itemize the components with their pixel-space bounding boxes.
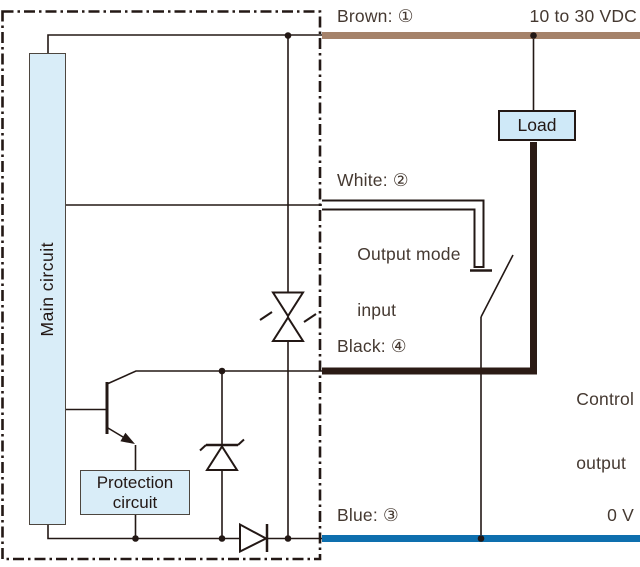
surge-absorber-icon [259, 291, 317, 342]
protection-circuit-label-line2: circuit [112, 492, 158, 512]
junction-dots [132, 32, 537, 542]
zener-diode-icon [199, 438, 245, 471]
white-wire [322, 199, 492, 272]
sensor-outline [1, 10, 322, 561]
output-mode-label: Output mode input [337, 212, 461, 352]
output-mode-label-line2: input [357, 300, 397, 320]
series-diode-icon [239, 522, 269, 554]
black-wire [322, 142, 537, 375]
output-mode-label-line1: Output mode [357, 244, 461, 264]
blue-wire-label: Blue: ③ [337, 505, 399, 525]
protection-circuit-label-line1: Protection [96, 472, 174, 492]
zero-volt-label: 0 V [607, 505, 634, 525]
load-label: Load [517, 115, 557, 135]
main-circuit-label: Main circuit [37, 241, 57, 337]
white-wire-label: White: ② [337, 170, 409, 190]
load-block: Load [498, 110, 576, 141]
transistor-emitter-arrow-icon [120, 432, 135, 444]
control-output-label: Control output [556, 351, 634, 511]
control-output-label-line2: output [576, 453, 627, 473]
control-output-label-line1: Control [576, 389, 635, 409]
brown-wire-label: Brown: ① [337, 6, 414, 26]
main-circuit-block: Main circuit [29, 53, 66, 525]
protection-circuit-block: Protection circuit [80, 470, 190, 515]
internal-wiring [47, 34, 535, 540]
black-wire-label: Black: ④ [337, 336, 407, 356]
supply-voltage-label: 10 to 30 VDC [529, 6, 637, 26]
